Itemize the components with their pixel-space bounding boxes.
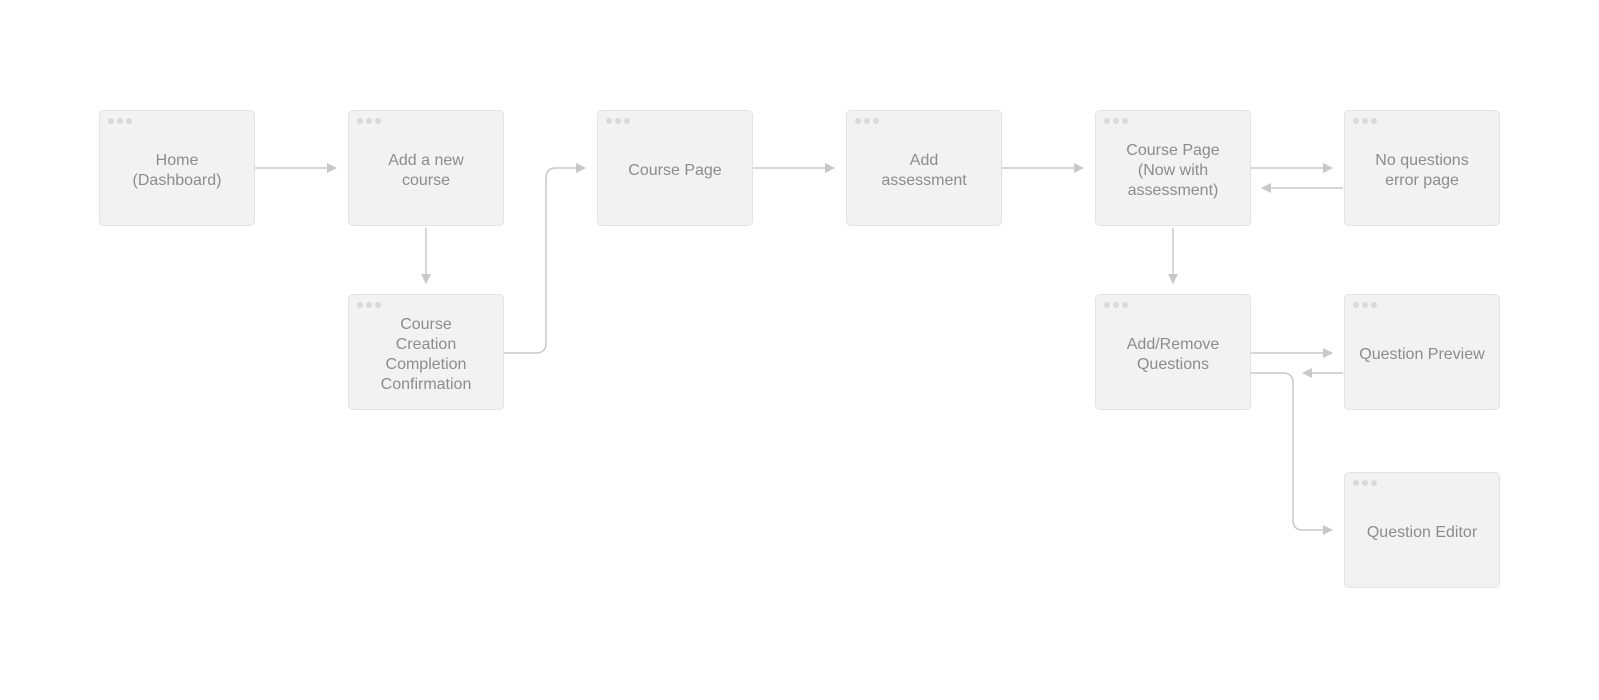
window-dots-icon xyxy=(606,118,630,124)
screen-no-questions-error: No questions error page xyxy=(1344,110,1500,226)
screen-label: Home (Dashboard) xyxy=(132,152,222,189)
screen-home: Home (Dashboard) xyxy=(99,110,255,226)
window-dots-icon xyxy=(1353,118,1377,124)
window-dots-icon xyxy=(855,118,879,124)
screen-label: Question Editor xyxy=(1366,524,1478,541)
screen-course-page: Course Page xyxy=(597,110,753,226)
window-dots-icon xyxy=(1353,302,1377,308)
window-dots-icon xyxy=(357,118,381,124)
arrow-confirmation-to-course-page xyxy=(504,163,586,354)
screen-label: Course Page (Now with assessment) xyxy=(1126,142,1220,199)
screen-course-creation-confirmation: Course Creation Completion Confirmation xyxy=(348,294,504,410)
screen-question-editor: Question Editor xyxy=(1344,472,1500,588)
screen-label: Add a new course xyxy=(388,152,464,189)
screen-label: Add assessment xyxy=(881,152,967,189)
window-dots-icon xyxy=(108,118,132,124)
window-dots-icon xyxy=(1353,480,1377,486)
screen-label: No questions error page xyxy=(1375,152,1469,189)
window-dots-icon xyxy=(1104,302,1128,308)
screen-label: Question Preview xyxy=(1359,346,1485,363)
screen-label: Course Creation Completion Confirmation xyxy=(380,316,472,393)
screen-add-new-course: Add a new course xyxy=(348,110,504,226)
screen-add-assessment: Add assessment xyxy=(846,110,1002,226)
arrow-add-remove-to-question-editor xyxy=(1251,372,1333,535)
screen-label: Add/Remove Questions xyxy=(1126,336,1220,373)
window-dots-icon xyxy=(1104,118,1128,124)
screen-add-remove-questions: Add/Remove Questions xyxy=(1095,294,1251,410)
window-dots-icon xyxy=(357,302,381,308)
screen-label: Course Page xyxy=(628,162,722,179)
screen-question-preview: Question Preview xyxy=(1344,294,1500,410)
screen-course-page-with-assessment: Course Page (Now with assessment) xyxy=(1095,110,1251,226)
